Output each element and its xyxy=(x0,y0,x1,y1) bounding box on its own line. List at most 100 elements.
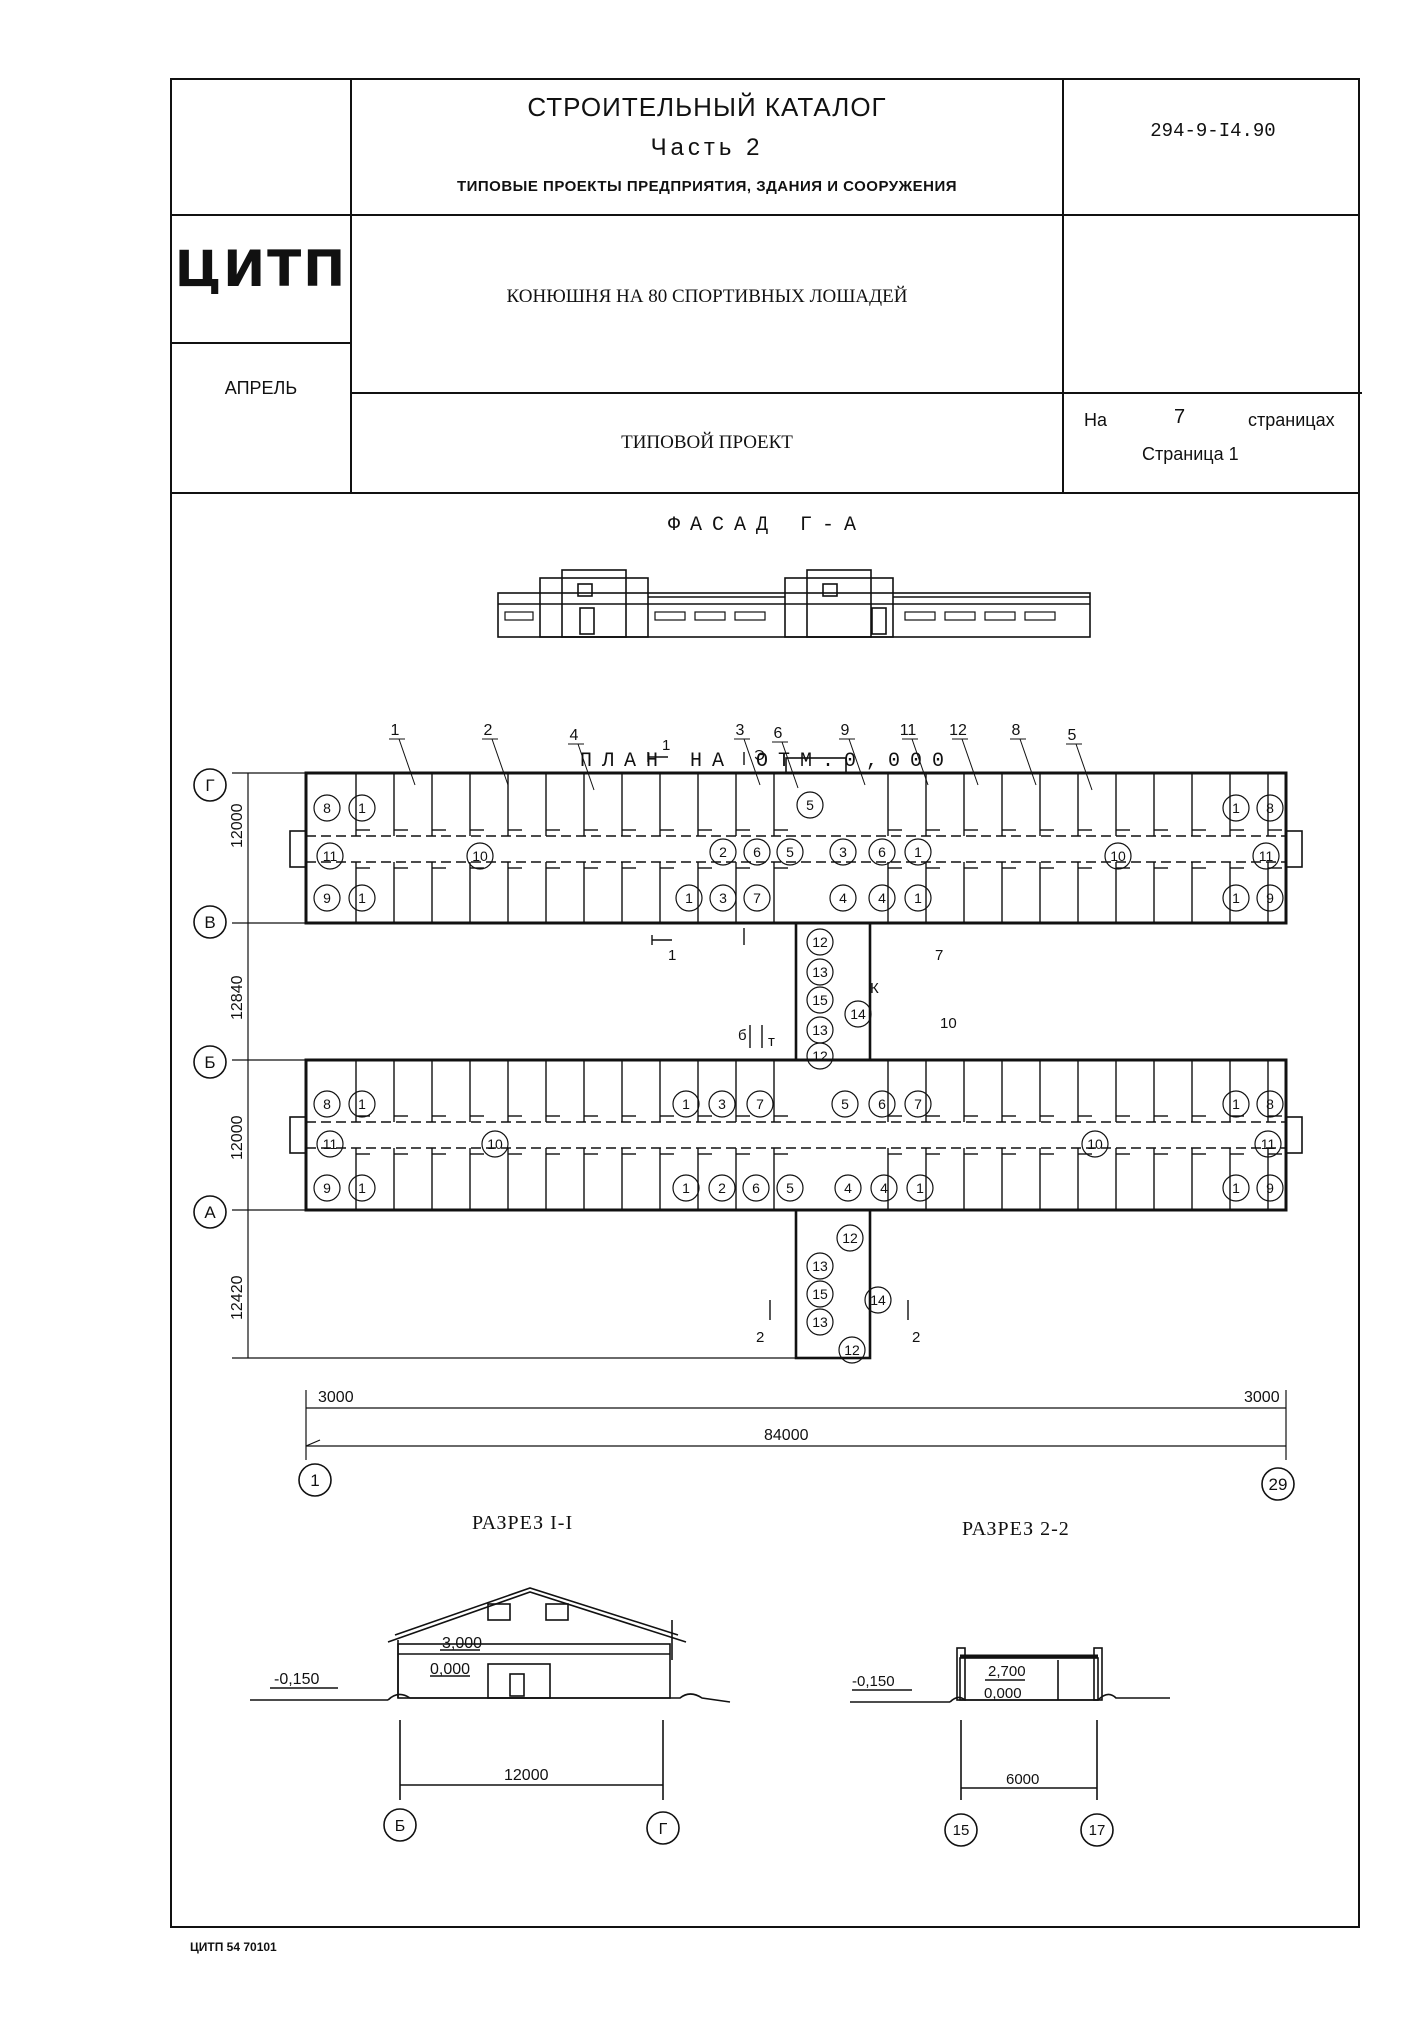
room-top-right-label: 5 xyxy=(806,797,814,813)
plan-callout-mid: К xyxy=(870,980,879,997)
pages-prefix: На xyxy=(1084,410,1108,430)
axis-label-end: 29 xyxy=(1269,1475,1288,1494)
room-top-left-label: 5 xyxy=(786,844,794,860)
callout-leader xyxy=(398,738,416,786)
room-top-right-bubble xyxy=(904,884,932,912)
room-top-left-label: 2 xyxy=(719,844,727,860)
section-marks xyxy=(647,752,909,1320)
corridor-low-label: 15 xyxy=(812,1286,828,1302)
axis-bubbles xyxy=(193,768,1295,1501)
room-bottom-left-bubble xyxy=(776,1174,804,1202)
room-top-left-bubble xyxy=(709,884,737,912)
axis-label-start: 1 xyxy=(310,1471,319,1490)
room-top-left-bubble xyxy=(776,838,804,866)
plan-callout-6: 6 xyxy=(774,725,783,742)
section-mark-b: б xyxy=(738,1027,747,1044)
room-bottom-left-bubble xyxy=(313,1174,341,1202)
corridor-mid-label: 13 xyxy=(812,1022,828,1038)
plan-callout-3: 3 xyxy=(736,722,745,739)
room-top-left-label: 6 xyxy=(753,844,761,860)
room-top-right-bubble xyxy=(1104,842,1132,870)
project-code: 294-9-I4.90 xyxy=(1150,120,1276,142)
room-bottom-right-label: 4 xyxy=(844,1180,852,1196)
section-mark-2b: 2 xyxy=(912,1329,920,1346)
catalog-part: Часть 2 xyxy=(650,134,764,161)
room-bottom-left-label: 8 xyxy=(323,1096,331,1112)
facade-elevation xyxy=(497,569,1091,638)
room-bottom-right-label: 8 xyxy=(1266,1096,1274,1112)
corridor-mid-label: 13 xyxy=(812,964,828,980)
project-type: ТИПОВОЙ ПРОЕКТ xyxy=(621,432,793,453)
room-bottom-left-bubble xyxy=(348,1174,376,1202)
room-bottom-right-label: 9 xyxy=(1266,1180,1274,1196)
project-name: КОНЮШНЯ НА 80 СПОРТИВНЫХ ЛОШАДЕЙ xyxy=(506,286,908,307)
section-mark-e: Э xyxy=(754,747,765,764)
room-bottom-right-bubble xyxy=(870,1174,898,1202)
corridor-mid-bubble xyxy=(844,1000,872,1028)
callout-leader xyxy=(911,738,929,786)
room-bottom-right-bubble xyxy=(1256,1174,1284,1202)
section1-title: РАЗРЕЗ I-I xyxy=(472,1512,574,1534)
floor-plan xyxy=(289,757,1303,1360)
s1-level-ground: -0,150 xyxy=(274,1671,319,1688)
room-top-right-bubble xyxy=(1256,884,1284,912)
room-bottom-right-bubble xyxy=(904,1090,932,1118)
s1-axis-left: Б xyxy=(395,1818,406,1835)
dim-left-4: 12420 xyxy=(229,1275,246,1320)
catalog-title: СТРОИТЕЛЬНЫЙ КАТАЛОГ xyxy=(527,92,887,122)
dim-left-3: 12000 xyxy=(229,1115,246,1160)
plan-callout-4: 4 xyxy=(570,727,579,744)
room-bottom-right-bubble xyxy=(831,1090,859,1118)
room-top-left-bubble xyxy=(743,884,771,912)
section-1-1 xyxy=(250,1587,731,1845)
room-top-left-label: 1 xyxy=(358,800,366,816)
room-bottom-right-label: 11 xyxy=(1261,1136,1276,1152)
s1-level-top: 3,000 xyxy=(442,1635,482,1652)
section-mark-t: т xyxy=(768,1033,775,1050)
room-bottom-left-bubble xyxy=(708,1174,736,1202)
corridor-low-bubble xyxy=(806,1280,834,1308)
room-bottom-right-label: 1 xyxy=(1232,1180,1240,1196)
room-top-right-bubble xyxy=(868,884,896,912)
room-bottom-right-label: 1 xyxy=(916,1180,924,1196)
corridor-low-bubble xyxy=(806,1252,834,1280)
room-top-left-label: 9 xyxy=(323,890,331,906)
room-top-right-bubble xyxy=(868,838,896,866)
room-top-right-label: 4 xyxy=(878,890,886,906)
callout-leader xyxy=(1019,738,1037,786)
s1-level-floor: 0,000 xyxy=(430,1661,470,1678)
dim-total: 84000 xyxy=(764,1427,809,1444)
room-bottom-right-bubble xyxy=(1222,1174,1250,1202)
corridor-low-bubble xyxy=(838,1336,866,1364)
section-2-2 xyxy=(850,1647,1170,1847)
room-bottom-right-bubble xyxy=(906,1174,934,1202)
room-bottom-left-label: 3 xyxy=(718,1096,726,1112)
callout-leader xyxy=(961,738,979,786)
room-top-right-label: 3 xyxy=(839,844,847,860)
facade-title: ФАСАД Г-А xyxy=(667,514,867,537)
room-bottom-left-bubble xyxy=(672,1174,700,1202)
section-mark-2a: 2 xyxy=(756,1329,764,1346)
axis-label-g: Г xyxy=(205,776,214,795)
plan-callout-5: 5 xyxy=(1068,727,1077,744)
room-top-left-bubble xyxy=(348,884,376,912)
corridor-low-bubble xyxy=(806,1308,834,1336)
section2-title: РАЗРЕЗ 2-2 xyxy=(962,1518,1070,1540)
callout-leader xyxy=(491,738,509,786)
room-bottom-left-label: 1 xyxy=(358,1180,366,1196)
plan-callout-12: 12 xyxy=(949,722,967,739)
s2-level-top: 2,700 xyxy=(988,1663,1026,1680)
room-bottom-right-label: 5 xyxy=(841,1096,849,1112)
callout-leader xyxy=(743,738,761,786)
dim-edge-left: 3000 xyxy=(318,1389,354,1406)
room-bottom-left-label: 11 xyxy=(323,1136,338,1152)
room-top-right-label: 4 xyxy=(839,890,847,906)
corridor-low-label: 13 xyxy=(812,1314,828,1330)
corridor-low-bubble xyxy=(864,1286,892,1314)
plan-callout-9: 9 xyxy=(841,722,850,739)
room-top-right-bubble xyxy=(829,884,857,912)
s1-dim: 12000 xyxy=(504,1767,549,1784)
s2-dim: 6000 xyxy=(1006,1771,1039,1788)
section-mark-1b: 1 xyxy=(668,947,676,964)
room-bottom-left-label: 1 xyxy=(682,1096,690,1112)
